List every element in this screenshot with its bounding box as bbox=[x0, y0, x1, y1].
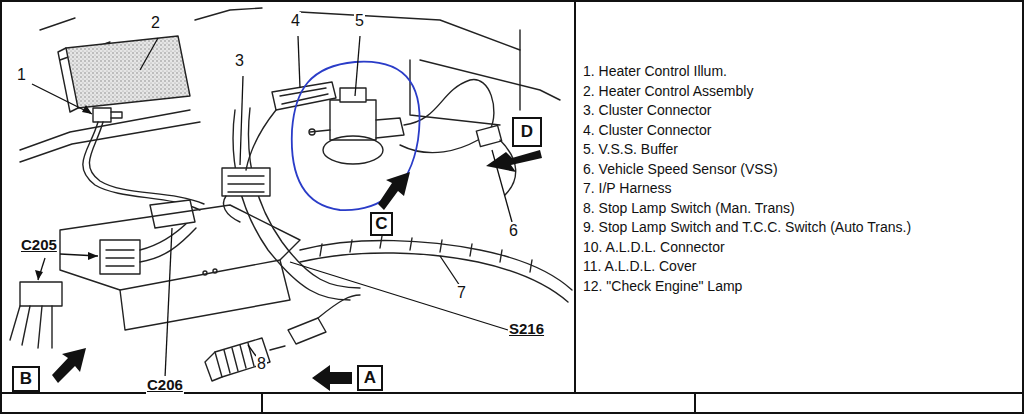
connector-id: S216 bbox=[508, 320, 545, 338]
view-letter-box: C bbox=[370, 212, 393, 236]
callout-number: 1 bbox=[16, 66, 27, 84]
legend-item: 7. I/P Harness bbox=[583, 179, 1025, 199]
legend-item: 1. Heater Control Illum. bbox=[583, 62, 1025, 82]
legend-item: 3. Cluster Connector bbox=[583, 101, 1025, 121]
legend-item: 6. Vehicle Speed Sensor (VSS) bbox=[583, 160, 1025, 180]
callout-number: 4 bbox=[290, 12, 301, 30]
connector-id: C205 bbox=[20, 236, 58, 254]
legend-item: 2. Heater Control Assembly bbox=[583, 82, 1025, 102]
view-letter-box: B bbox=[12, 366, 40, 392]
legend-item: 10. A.L.D.L. Connector bbox=[583, 238, 1025, 258]
callout-number: 8 bbox=[256, 355, 267, 373]
callout-number: 3 bbox=[234, 52, 245, 70]
callout-number: 2 bbox=[150, 14, 161, 32]
legend-item: 12. "Check Engine" Lamp bbox=[583, 277, 1025, 297]
view-letter: B bbox=[20, 370, 32, 388]
view-letter-box: D bbox=[512, 117, 542, 147]
legend-item: 5. V.S.S. Buffer bbox=[583, 140, 1025, 160]
callout-number: 6 bbox=[508, 222, 519, 240]
callout-number: 7 bbox=[456, 284, 467, 302]
view-letter: C bbox=[375, 215, 387, 233]
view-letter: D bbox=[521, 123, 533, 141]
view-letter: A bbox=[364, 369, 376, 387]
legend-item: 8. Stop Lamp Switch (Man. Trans) bbox=[583, 199, 1025, 219]
legend-item: 9. Stop Lamp Switch and T.C.C. Switch (A… bbox=[583, 218, 1025, 238]
legend-item: 4. Cluster Connector bbox=[583, 121, 1025, 141]
view-letter-box: A bbox=[357, 365, 383, 391]
callout-number: 5 bbox=[354, 12, 365, 30]
legend-item: 11. A.L.D.L. Cover bbox=[583, 257, 1025, 277]
connector-id: C206 bbox=[146, 376, 184, 394]
